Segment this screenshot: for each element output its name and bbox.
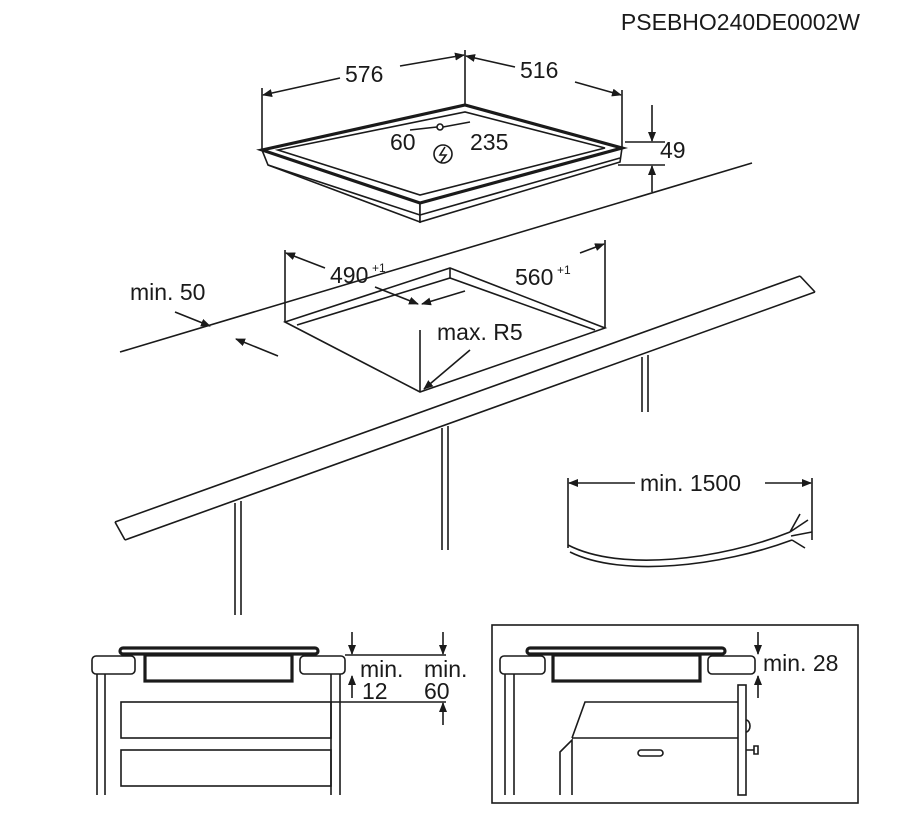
worktop-drawing bbox=[114, 162, 816, 615]
hob-drawing bbox=[256, 103, 629, 224]
hob-height-label: 49 bbox=[660, 137, 686, 163]
cutout-depth-tolerance: +1 bbox=[372, 261, 386, 275]
min-gap-value-b: 60 bbox=[424, 678, 450, 704]
cable-drawing: min. 1500 bbox=[567, 470, 813, 568]
min-back-distance-label: min. 50 bbox=[130, 279, 205, 305]
document-code: PSEBHO240DE0002W bbox=[621, 9, 860, 35]
cable-length-label: min. 1500 bbox=[640, 470, 741, 496]
hob-dimensions: 576 516 49 60 235 bbox=[261, 50, 686, 192]
min-gap-label-b: min. bbox=[424, 656, 467, 682]
connection-offset-right: 235 bbox=[470, 129, 508, 155]
cutout-width-label: 560 bbox=[515, 264, 553, 290]
section-left: min. 12 min. 60 bbox=[91, 632, 467, 795]
cutout-width-tolerance: +1 bbox=[557, 263, 571, 277]
connection-offset-left: 60 bbox=[390, 129, 416, 155]
hob-width-label: 576 bbox=[345, 61, 383, 87]
electric-hazard-icon bbox=[433, 144, 453, 164]
cutout-depth-label: 490 bbox=[330, 262, 368, 288]
hob-depth-label: 516 bbox=[520, 57, 558, 83]
connection-point-icon bbox=[436, 123, 444, 131]
min-gap-value-a: 12 bbox=[362, 678, 388, 704]
min-gap-label-a: min. bbox=[360, 656, 403, 682]
max-radius-label: max. R5 bbox=[437, 319, 523, 345]
section-right: min. 28 bbox=[491, 624, 859, 804]
min-gap-label-right: min. 28 bbox=[763, 650, 838, 676]
cutout-dimensions: 490 +1 560 +1 min. 50 max. R5 bbox=[130, 240, 606, 390]
